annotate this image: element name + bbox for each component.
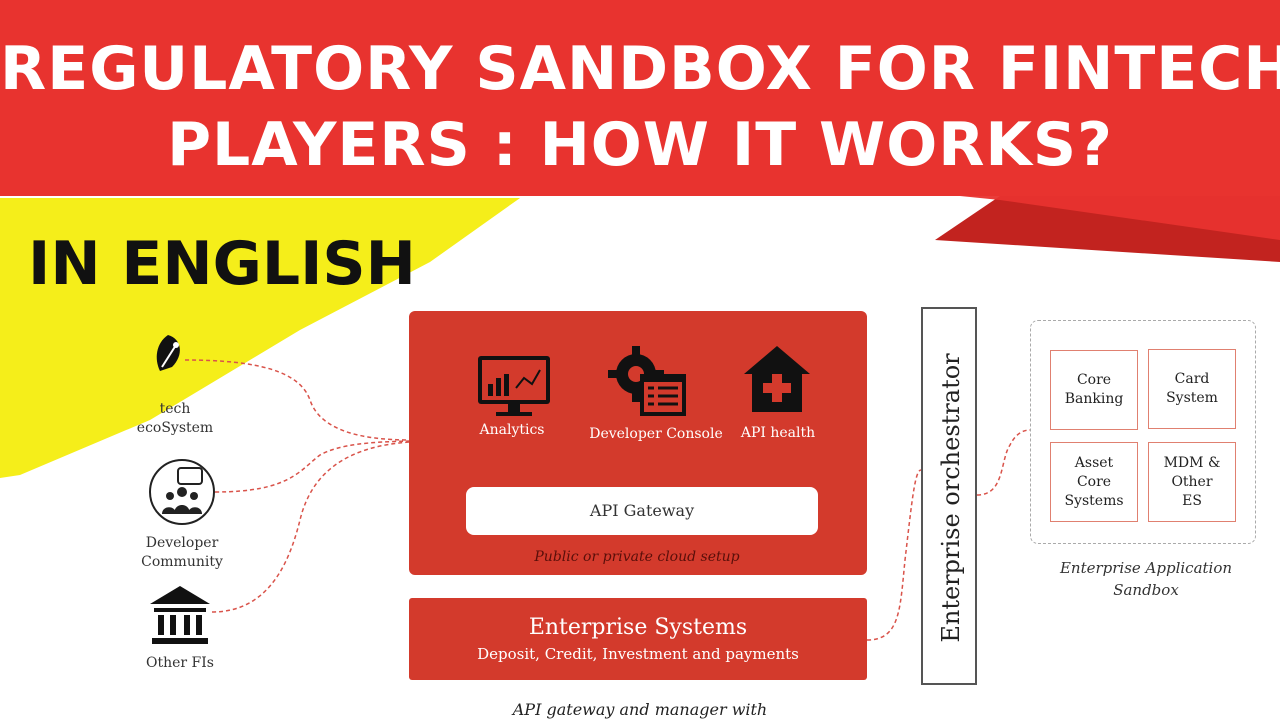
enterprise-systems-subtitle: Deposit, Credit, Investment and payments bbox=[477, 645, 799, 663]
analytics-monitor-icon bbox=[478, 356, 550, 416]
sandbox-cell-core-banking: Core Banking bbox=[1050, 350, 1138, 430]
enterprise-systems-panel bbox=[409, 598, 867, 680]
fintech-leaf-icon bbox=[156, 335, 180, 371]
page-title-line-1: REGULATORY SANDBOX FOR FINTECH bbox=[0, 34, 1280, 104]
red-banner bbox=[0, 0, 1280, 196]
page-title-line-2: PLAYERS : HOW IT WORKS? bbox=[167, 110, 1113, 180]
bank-icon bbox=[150, 586, 210, 644]
api-health-house-icon bbox=[744, 346, 810, 412]
enterprise-orchestrator-box: Enterprise orchestrator bbox=[921, 307, 977, 685]
sandbox-cell-card-system: Card System bbox=[1148, 349, 1236, 429]
language-subtitle: IN ENGLISH bbox=[28, 229, 416, 299]
developer-console-label: Developer Console bbox=[589, 426, 723, 442]
sandbox-cell-mdm-other-es: MDM & Other ES bbox=[1148, 442, 1236, 522]
api-gateway-box: API Gateway bbox=[466, 487, 818, 535]
analytics-label: Analytics bbox=[479, 422, 545, 438]
connector-lines bbox=[184, 359, 1031, 641]
sandbox-cell-asset-core-systems: Asset Core Systems bbox=[1050, 442, 1138, 522]
developer-console-gear-icon bbox=[608, 346, 686, 416]
other-fis-label: Other FIs bbox=[146, 655, 214, 671]
api-health-label: API health bbox=[740, 425, 816, 441]
enterprise-systems-title: Enterprise Systems bbox=[528, 615, 748, 640]
cloud-setup-caption: Public or private cloud setup bbox=[534, 549, 740, 565]
sandbox-caption: Enterprise Application Sandbox bbox=[1059, 559, 1233, 599]
developer-community-label: Developer Community bbox=[141, 535, 223, 570]
enterprise-orchestrator-label: Enterprise orchestrator bbox=[937, 353, 965, 643]
enterprise-application-sandbox: Core Banking Card System Asset Core Syst… bbox=[1030, 320, 1256, 544]
bottom-caption: API gateway and manager with bbox=[512, 700, 768, 719]
fintech-ecosystem-label: tech ecoSystem bbox=[136, 401, 214, 436]
yellow-streak-2 bbox=[330, 198, 520, 300]
developer-community-icon bbox=[149, 459, 215, 525]
